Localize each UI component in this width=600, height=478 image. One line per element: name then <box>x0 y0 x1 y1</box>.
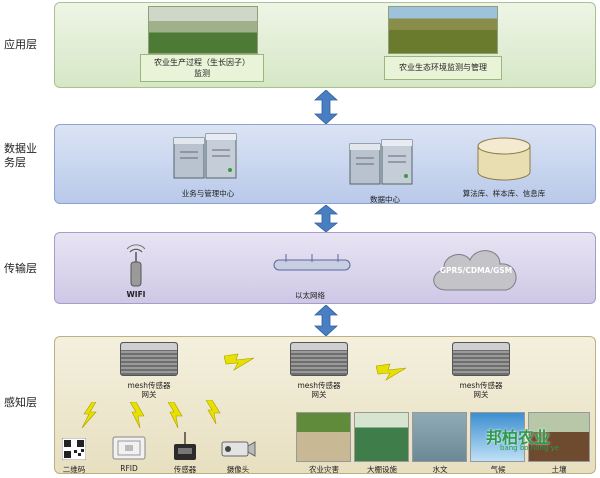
watermark-pinyin: bang bo nong ye <box>500 444 560 452</box>
rfid-tag-icon <box>112 436 146 460</box>
env-image-hydrology <box>412 412 467 462</box>
application-layer-band <box>54 2 596 88</box>
arrow-transport-sensing <box>314 305 338 336</box>
wireless-bolt-icon-1 <box>224 353 254 371</box>
app-box-ecology: 农业生态环境监测与管理 <box>384 56 502 80</box>
layer-label-sensing: 感知层 <box>4 396 37 409</box>
gateway-icon-1 <box>120 342 178 376</box>
cloud-label: GPRS/CDMA/GSM <box>439 266 513 275</box>
sensor-device-icon <box>174 432 196 460</box>
gateway-icon-3 <box>452 342 510 376</box>
gateway-label-2: mesh传感器 网关 <box>297 381 341 399</box>
arrow-data-transport <box>314 205 338 232</box>
app-box-production: 农业生产过程（生长因子） 监测 <box>140 54 264 82</box>
layer-label-data: 数据业 务层 <box>4 142 37 169</box>
library-label: 算法库、样本库、信息库 <box>462 189 546 198</box>
wireless-bolt-icon-5 <box>167 402 183 428</box>
ethernet-label: 以太网络 <box>295 291 325 300</box>
gateway-label-3: mesh传感器 网关 <box>459 381 503 399</box>
qrcode-label: 二维码 <box>62 465 86 474</box>
env-label-climate: 气候 <box>490 465 506 474</box>
arrow-app-data <box>314 90 338 124</box>
server-icon-business <box>173 133 237 179</box>
env-image-greenhouse <box>354 412 409 462</box>
watermark-brand: 邦柏农业 <box>486 428 551 447</box>
wifi-label: WIFI <box>126 290 146 299</box>
camera-icon <box>221 441 256 457</box>
layer-label-app: 应用层 <box>4 38 37 51</box>
camera-label: 摄像头 <box>226 465 250 474</box>
env-image-climate <box>470 412 525 462</box>
ethernet-switch-icon <box>273 254 351 271</box>
wireless-bolt-icon-4 <box>129 402 145 428</box>
server-icon-datacenter <box>349 139 413 185</box>
env-label-soil: 土壤 <box>551 465 567 474</box>
wireless-bolt-icon-6 <box>205 400 221 424</box>
wifi-antenna-icon <box>126 244 146 287</box>
ecology-photo <box>388 6 498 54</box>
env-image-soil <box>528 412 590 462</box>
watermark-logo: 邦柏农业 bang bo nong ye <box>486 424 586 458</box>
gateway-label-1: mesh传感器 网关 <box>127 381 171 399</box>
env-image-disaster <box>296 412 351 462</box>
wireless-bolt-icon-3 <box>81 402 97 428</box>
sensor-label: 传感器 <box>173 465 197 474</box>
env-label-greenhouse: 大棚设施 <box>367 465 397 474</box>
wireless-bolt-icon-2 <box>376 363 406 381</box>
rfid-label: RFID <box>120 464 138 473</box>
database-icon <box>477 137 531 181</box>
env-label-disaster: 农业灾害 <box>309 465 339 474</box>
layer-label-transport: 传输层 <box>4 262 37 275</box>
datacenter-label: 数据中心 <box>370 195 400 204</box>
cloud-icon <box>433 250 517 291</box>
env-label-hydrology: 水文 <box>432 465 448 474</box>
gateway-icon-2 <box>290 342 348 376</box>
qrcode-icon <box>62 438 86 460</box>
greenhouse-photo <box>148 6 258 54</box>
business-center-label: 业务与管理中心 <box>181 189 235 198</box>
